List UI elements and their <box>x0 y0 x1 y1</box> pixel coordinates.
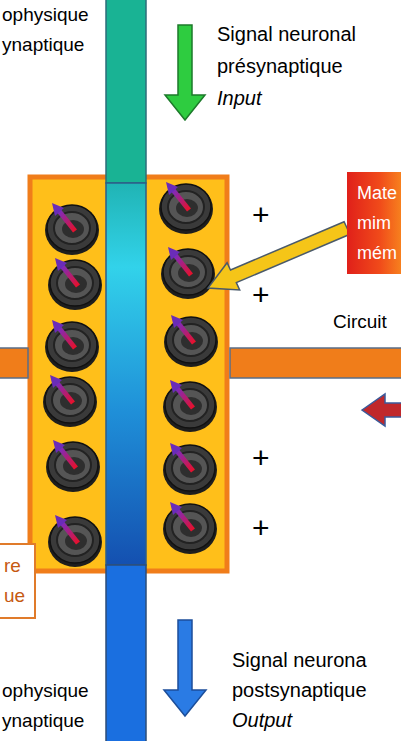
plus-sign: + <box>252 200 276 230</box>
plus-sign: + <box>252 513 276 543</box>
postsynaptic-bar <box>106 565 146 741</box>
magnetic-disc <box>163 443 217 495</box>
node-text: re ue <box>4 551 30 611</box>
output-arrow <box>164 620 206 716</box>
cropped-label: ophysique ynaptique <box>2 676 98 736</box>
device-box <box>30 177 227 571</box>
pointer-arrow <box>208 222 350 290</box>
magnetic-disc <box>46 440 100 492</box>
circuit-label: Circuit <box>333 310 399 334</box>
magnetic-disc <box>48 515 102 567</box>
node-text: Mate mim mém <box>357 178 401 268</box>
cropped-box: re ue <box>0 543 36 619</box>
signal-label: Output <box>232 705 332 735</box>
input-arrow <box>165 25 205 120</box>
signal-label: Input <box>217 82 317 114</box>
material-box: Mate mim mém <box>347 172 401 274</box>
magnetic-disc <box>45 203 99 255</box>
feedback-arrow <box>362 394 401 426</box>
magnetic-disc <box>163 380 217 432</box>
signal-label: Signal neurona postsynaptique <box>232 645 397 705</box>
plus-sign: + <box>252 443 276 473</box>
magnetic-disc <box>159 182 213 234</box>
synapse-bar <box>106 183 146 565</box>
presynaptic-bar <box>106 0 146 183</box>
plus-sign: + <box>252 280 276 310</box>
magnetic-disc <box>161 247 215 299</box>
signal-label: Signal neuronal présynaptique <box>217 18 399 82</box>
circuit-bar <box>0 348 28 378</box>
cropped-label: ophysique ynaptique <box>2 0 98 60</box>
magnetic-disc <box>164 315 218 367</box>
magnetic-disc <box>45 320 99 372</box>
circuit-bar <box>230 348 401 378</box>
magnetic-disc <box>43 375 97 427</box>
magnetic-disc <box>163 502 217 554</box>
magnetic-disc <box>48 258 102 310</box>
